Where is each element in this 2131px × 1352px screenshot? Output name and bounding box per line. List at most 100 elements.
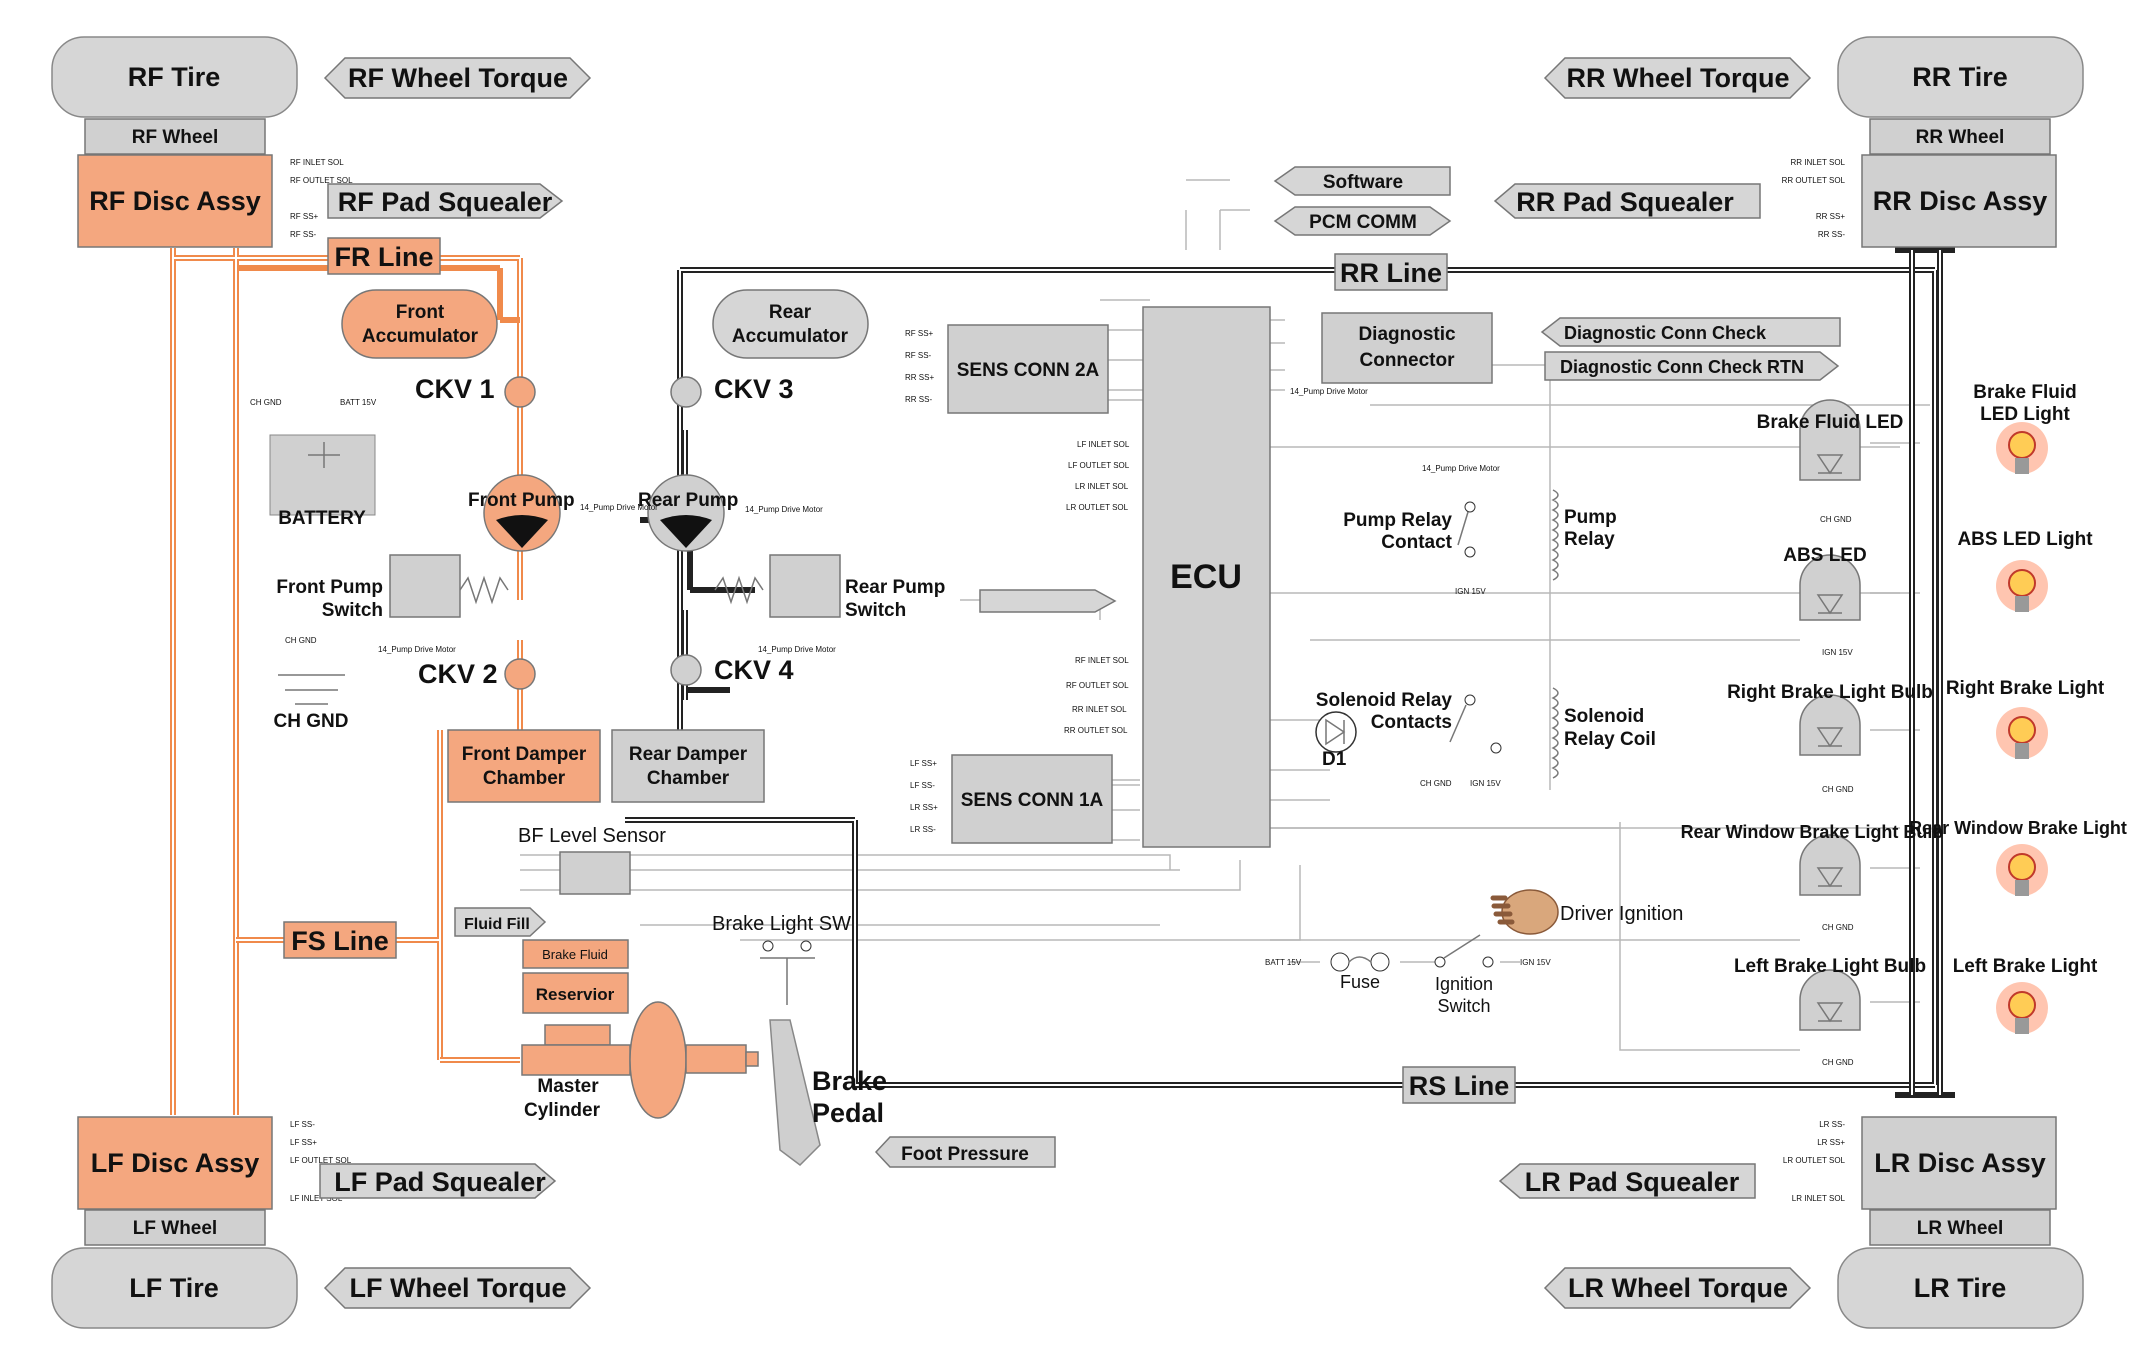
conn2a-pin-3: RR SS+ [905, 373, 934, 382]
lr-wheel-torque[interactable] [1543, 1267, 1812, 1309]
ecu[interactable] [1142, 306, 1271, 848]
rear-accumulator[interactable] [712, 289, 869, 359]
brake-booster[interactable] [629, 1001, 687, 1119]
bulb-left-brake[interactable] [1799, 969, 1861, 1031]
lf-wheel-label: LF Wheel [133, 1218, 217, 1239]
rr-tire[interactable] [1837, 36, 2084, 118]
pcm-comm-tag[interactable] [1273, 206, 1452, 236]
fluid-fill-tag[interactable] [454, 907, 547, 937]
diag-check-label: Diagnostic Conn Check [1564, 323, 1767, 343]
rs-line-tag[interactable] [1402, 1066, 1516, 1104]
lr-disc-assy[interactable] [1861, 1116, 2057, 1210]
solenoid-coil-line1: Solenoid [1564, 706, 1644, 727]
lf-corner: LF Disc Assy LF Wheel LF Tire LF SS- LF … [51, 1116, 592, 1329]
rf-squealer-label: RF Pad Squealer [338, 187, 553, 217]
rear-pump-switch[interactable] [769, 554, 841, 618]
ignition-switch-arm[interactable] [1443, 934, 1481, 959]
fuse-end-a [1330, 952, 1350, 972]
rear-pump[interactable] [647, 474, 725, 552]
bf-level-sensor[interactable] [559, 851, 631, 895]
ecu-group: ECU SENS CONN 2A RF SS+ RF SS- RR SS+ RR… [905, 166, 1841, 848]
front-pump-motor-tag: 14_Pump Drive Motor [580, 503, 658, 512]
brake-pedal[interactable] [769, 1019, 821, 1166]
rear-damper-line2: Chamber [647, 768, 730, 789]
sens-conn-1a[interactable] [951, 754, 1113, 844]
led-brake-fluid[interactable] [1799, 399, 1861, 481]
battery-plus-icon [308, 442, 340, 468]
sens-conn-2a-label: SENS CONN 2A [957, 360, 1100, 381]
bulb-rear-window-brake[interactable] [1799, 834, 1861, 896]
led-abs[interactable] [1799, 554, 1861, 621]
rf-wheel[interactable] [84, 118, 266, 155]
front-damper-chamber[interactable] [447, 729, 601, 803]
rf-disc-label: RF Disc Assy [89, 186, 261, 216]
solenoid-relay-coil[interactable] [1551, 687, 1559, 779]
rr-wheel-torque[interactable] [1543, 57, 1812, 99]
ignition-switch-a [1434, 956, 1446, 968]
power-group: BATTERY CH GND BATT 15V CH GND CH GND [250, 398, 377, 732]
front-pump[interactable] [483, 474, 561, 552]
bulb-right-brake[interactable] [1799, 694, 1861, 756]
front-pump-switch[interactable] [389, 554, 461, 618]
ecu-pin-rr-outlet: RR OUTLET SOL [1064, 726, 1128, 735]
fuse-element[interactable] [1348, 956, 1372, 963]
pump-relay-contact-arm[interactable] [1457, 511, 1469, 546]
d1-diode-symbol [1325, 718, 1346, 746]
lr-disc-label: LR Disc Assy [1874, 1148, 2046, 1178]
rf-tire[interactable] [51, 36, 298, 118]
rear-damper-chamber[interactable] [611, 729, 765, 803]
solenoid-contact-arm[interactable] [1449, 704, 1467, 743]
ecu-input-arrow[interactable] [979, 589, 1117, 613]
booster-shaft [685, 1044, 747, 1074]
rr-wheel[interactable] [1869, 118, 2051, 155]
rf-wheel-torque[interactable] [323, 57, 592, 99]
fr-line-tag[interactable] [327, 237, 441, 275]
master-cylinder[interactable] [521, 1044, 631, 1076]
front-accumulator[interactable] [341, 289, 498, 359]
conn2a-pin-1: RF SS+ [905, 329, 934, 338]
sens-conn-2a[interactable] [947, 324, 1109, 414]
ckv4-valve[interactable] [670, 654, 702, 686]
ckv3-valve[interactable] [670, 376, 702, 408]
rf-pad-squealer[interactable] [327, 183, 564, 219]
rr-disc-assy[interactable] [1861, 154, 2057, 248]
ecu-label: ECU [1170, 558, 1242, 596]
lightbulb-icon [1996, 844, 2048, 896]
diag-check-tag[interactable] [1540, 317, 1841, 347]
ckv2-valve[interactable] [504, 658, 536, 690]
lf-disc-assy[interactable] [77, 1116, 273, 1210]
front-pump-label: Front Pump [468, 490, 575, 511]
light-right-brake-label: Right Brake Light [1946, 678, 2105, 699]
rr-pad-squealer[interactable] [1493, 183, 1761, 219]
front-accumulator-line1: Front [396, 302, 445, 323]
pump-relay-coil[interactable] [1551, 489, 1559, 581]
lr-pad-squealer[interactable] [1498, 1163, 1756, 1199]
pump-relay-ign-tag: IGN 15V [1455, 587, 1486, 596]
d1-diode[interactable] [1315, 711, 1357, 753]
brake-light-sw-contact-a [762, 940, 774, 952]
reservoir[interactable] [522, 972, 629, 1014]
battery[interactable] [269, 434, 376, 516]
brake-fluid-box[interactable] [522, 939, 629, 969]
diagnostic-connector[interactable] [1321, 312, 1493, 384]
software-tag[interactable] [1273, 166, 1451, 196]
rr-line-tag[interactable] [1334, 253, 1448, 291]
rr-line-label: RR Line [1340, 258, 1442, 288]
fs-line-tag[interactable] [283, 921, 397, 959]
ckv1-valve[interactable] [504, 376, 536, 408]
lf-wheel-torque[interactable] [323, 1267, 592, 1309]
lf-pad-squealer[interactable] [319, 1163, 557, 1199]
diag-check-rtn-tag[interactable] [1544, 351, 1840, 381]
foot-pressure-tag[interactable] [874, 1136, 1056, 1168]
rf-port-2: RF OUTLET SOL [290, 176, 353, 185]
rf-disc-assy[interactable] [77, 154, 273, 248]
brake-light-sw-lever[interactable] [760, 957, 815, 1005]
master-cylinder-reservoir [544, 1024, 611, 1046]
conn1a-pin-3: LR SS+ [910, 803, 938, 812]
bulb-rear-window-label: Rear Window Brake Light Bulb [1681, 822, 1944, 842]
lr-wheel[interactable] [1869, 1209, 2051, 1246]
rear-accumulator-line1: Rear [769, 302, 812, 323]
lr-tire[interactable] [1837, 1247, 2084, 1329]
lf-wheel[interactable] [84, 1209, 266, 1246]
lf-tire[interactable] [51, 1247, 298, 1329]
